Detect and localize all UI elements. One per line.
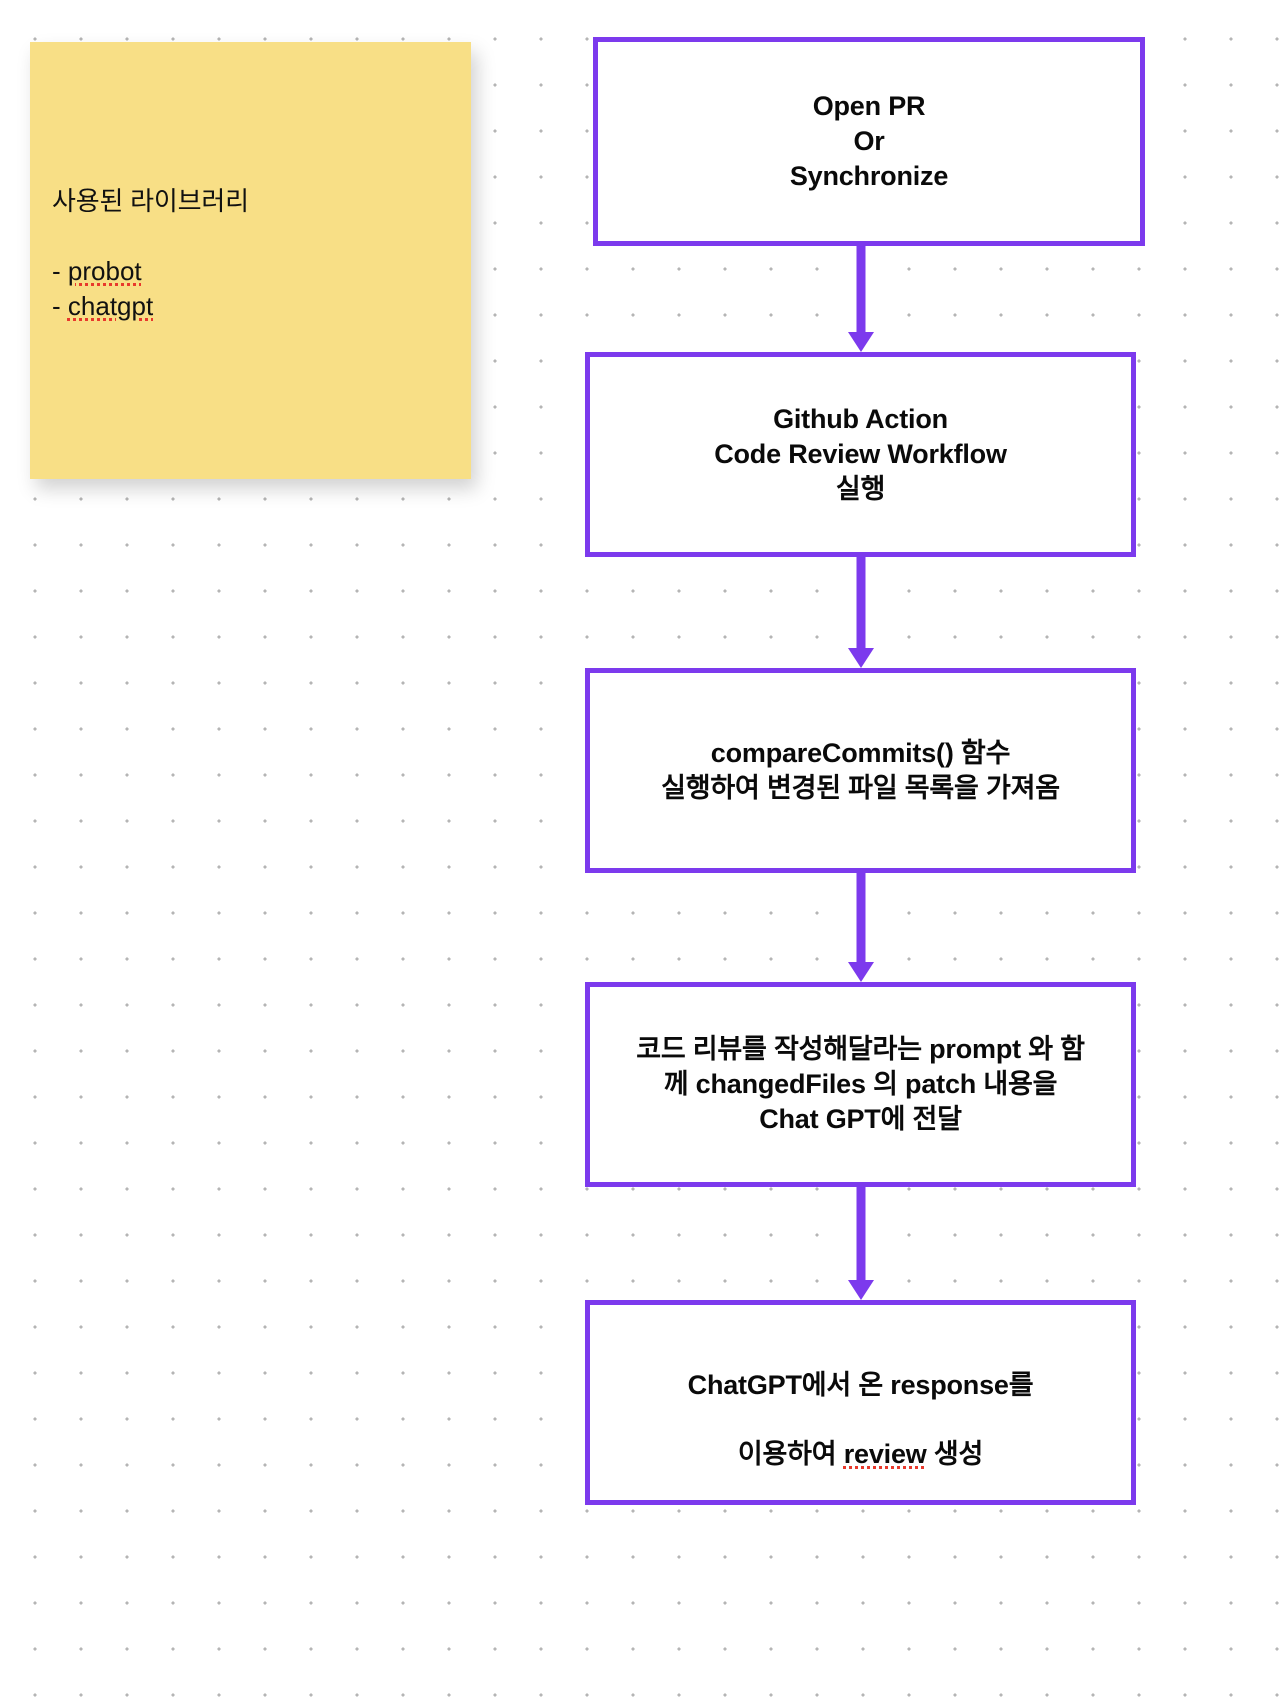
flow-node-label: Github Action Code Review Workflow 실행 [714, 404, 1007, 504]
connector-github-action-to-compare-commits [848, 557, 874, 670]
connector-line [856, 246, 866, 334]
flow-node-line-2-prefix: 이용하여 [737, 1439, 844, 1470]
flow-node-line-1: ChatGPT에서 온 response를 [687, 1369, 1034, 1400]
connector-send-to-chatgpt-to-create-review [848, 1187, 874, 1302]
flow-node-label: 코드 리뷰를 작성해달라는 prompt 와 함 께 changedFiles … [636, 1034, 1085, 1134]
arrow-down-icon [848, 648, 874, 668]
connector-line [856, 873, 866, 964]
connector-line [856, 557, 866, 650]
library-name-chatgpt: chatgpt [67, 291, 154, 322]
connector-line [856, 1187, 866, 1282]
flow-node-line-2-suffix: 생성 [926, 1439, 984, 1470]
flow-node-create-review[interactable]: ChatGPT에서 온 response를 이용하여 review 생성 [585, 1300, 1136, 1505]
arrow-down-icon [848, 962, 874, 982]
sticky-note-title: 사용된 라이브러리 [52, 186, 249, 216]
flow-node-compare-commits[interactable]: compareCommits() 함수 실행하여 변경된 파일 목록을 가져옴 [585, 668, 1136, 873]
arrow-down-icon [848, 332, 874, 352]
flow-node-label: Open PR Or Synchronize [789, 91, 949, 191]
flow-node-label: compareCommits() 함수 실행하여 변경된 파일 목록을 가져옴 [661, 737, 1060, 803]
connector-compare-commits-to-send-to-chatgpt [848, 873, 874, 984]
sticky-note[interactable]: 사용된 라이브러리 - probot - chatgpt [30, 42, 471, 479]
flow-node-misspelled-review: review [843, 1439, 927, 1470]
library-name-probot: probot [67, 255, 142, 286]
flow-node-github-action[interactable]: Github Action Code Review Workflow 실행 [585, 352, 1136, 557]
flow-node-open-pr[interactable]: Open PR Or Synchronize [593, 37, 1145, 246]
flow-node-label: ChatGPT에서 온 response를 이용하여 review 생성 [674, 1333, 1048, 1472]
sticky-note-body: 사용된 라이브러리 - probot - chatgpt [52, 185, 453, 325]
sticky-note-list: - probot - chatgpt [52, 254, 453, 326]
arrow-down-icon [848, 1280, 874, 1300]
list-bullet: - [52, 291, 61, 322]
list-bullet: - [52, 255, 61, 286]
flowchart: Open PR Or Synchronize Github Action Cod… [585, 0, 1145, 1708]
flow-node-send-to-chatgpt[interactable]: 코드 리뷰를 작성해달라는 prompt 와 함 께 changedFiles … [585, 982, 1136, 1187]
list-item: - probot [52, 254, 453, 290]
connector-open-pr-to-github-action [848, 246, 874, 354]
list-item: - chatgpt [52, 289, 453, 325]
